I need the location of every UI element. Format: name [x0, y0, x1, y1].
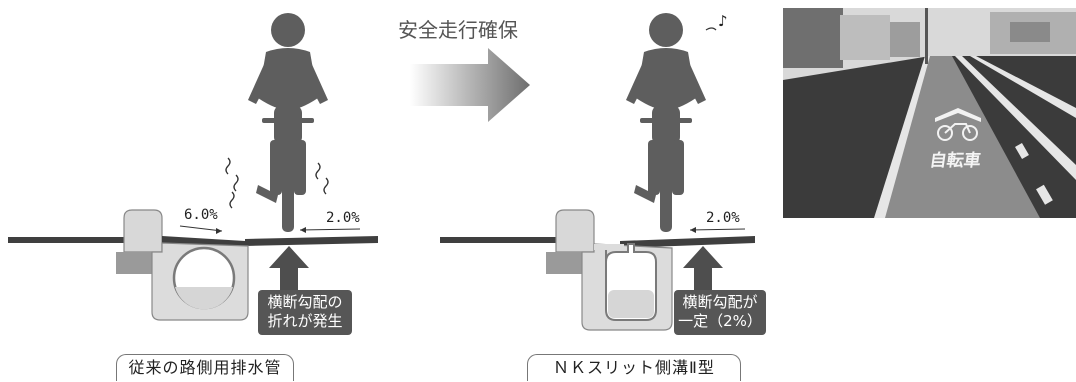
whistle-mark: [705, 27, 717, 31]
right-road-surface: [440, 237, 557, 243]
right-up-arrow: [683, 246, 723, 290]
right-curb: [555, 209, 595, 253]
left-callout: 横断勾配の 折れが発生: [258, 290, 352, 335]
right-slope-lane-label: 2.0%: [706, 210, 740, 226]
right-curb-base: [546, 252, 582, 274]
photo-bike-lane: [880, 56, 1040, 218]
left-curb-base: [116, 252, 152, 274]
right-bike-lane: [620, 236, 755, 248]
left-slope-road-label: 6.0%: [184, 207, 218, 223]
right-callout-line1: 横断勾配が: [682, 293, 758, 311]
left-caption: 従来の路側用排水管: [116, 354, 294, 381]
left-cyclist: [248, 13, 328, 232]
pipe-water: [175, 287, 233, 310]
channel-water: [608, 290, 654, 318]
photo-road-marking-text: 自転車: [928, 151, 983, 171]
music-note-icon: ♪: [718, 12, 728, 30]
left-road-surface: [8, 237, 125, 243]
left-callout-line1: 横断勾配の: [267, 293, 343, 311]
right-caption: ＮＫスリット側溝Ⅱ型: [527, 354, 741, 381]
vibration-marks: [225, 157, 329, 209]
left-callout-line2: 折れが発生: [267, 312, 343, 330]
right-callout: 横断勾配が 一定（2%）: [674, 290, 766, 335]
left-curb: [123, 209, 163, 253]
left-bike-lane: [245, 236, 378, 246]
left-cross-section: [8, 209, 378, 321]
left-up-arrow: [269, 246, 309, 290]
transition-label: 安全走行確保: [398, 18, 518, 42]
transition-arrow: [410, 48, 530, 122]
road-photo: [783, 8, 1076, 218]
right-cross-section: [440, 209, 755, 331]
left-slope-lane-label: 2.0%: [326, 210, 360, 226]
right-callout-line2: 一定（2%）: [678, 312, 762, 330]
right-cyclist: [626, 13, 706, 232]
